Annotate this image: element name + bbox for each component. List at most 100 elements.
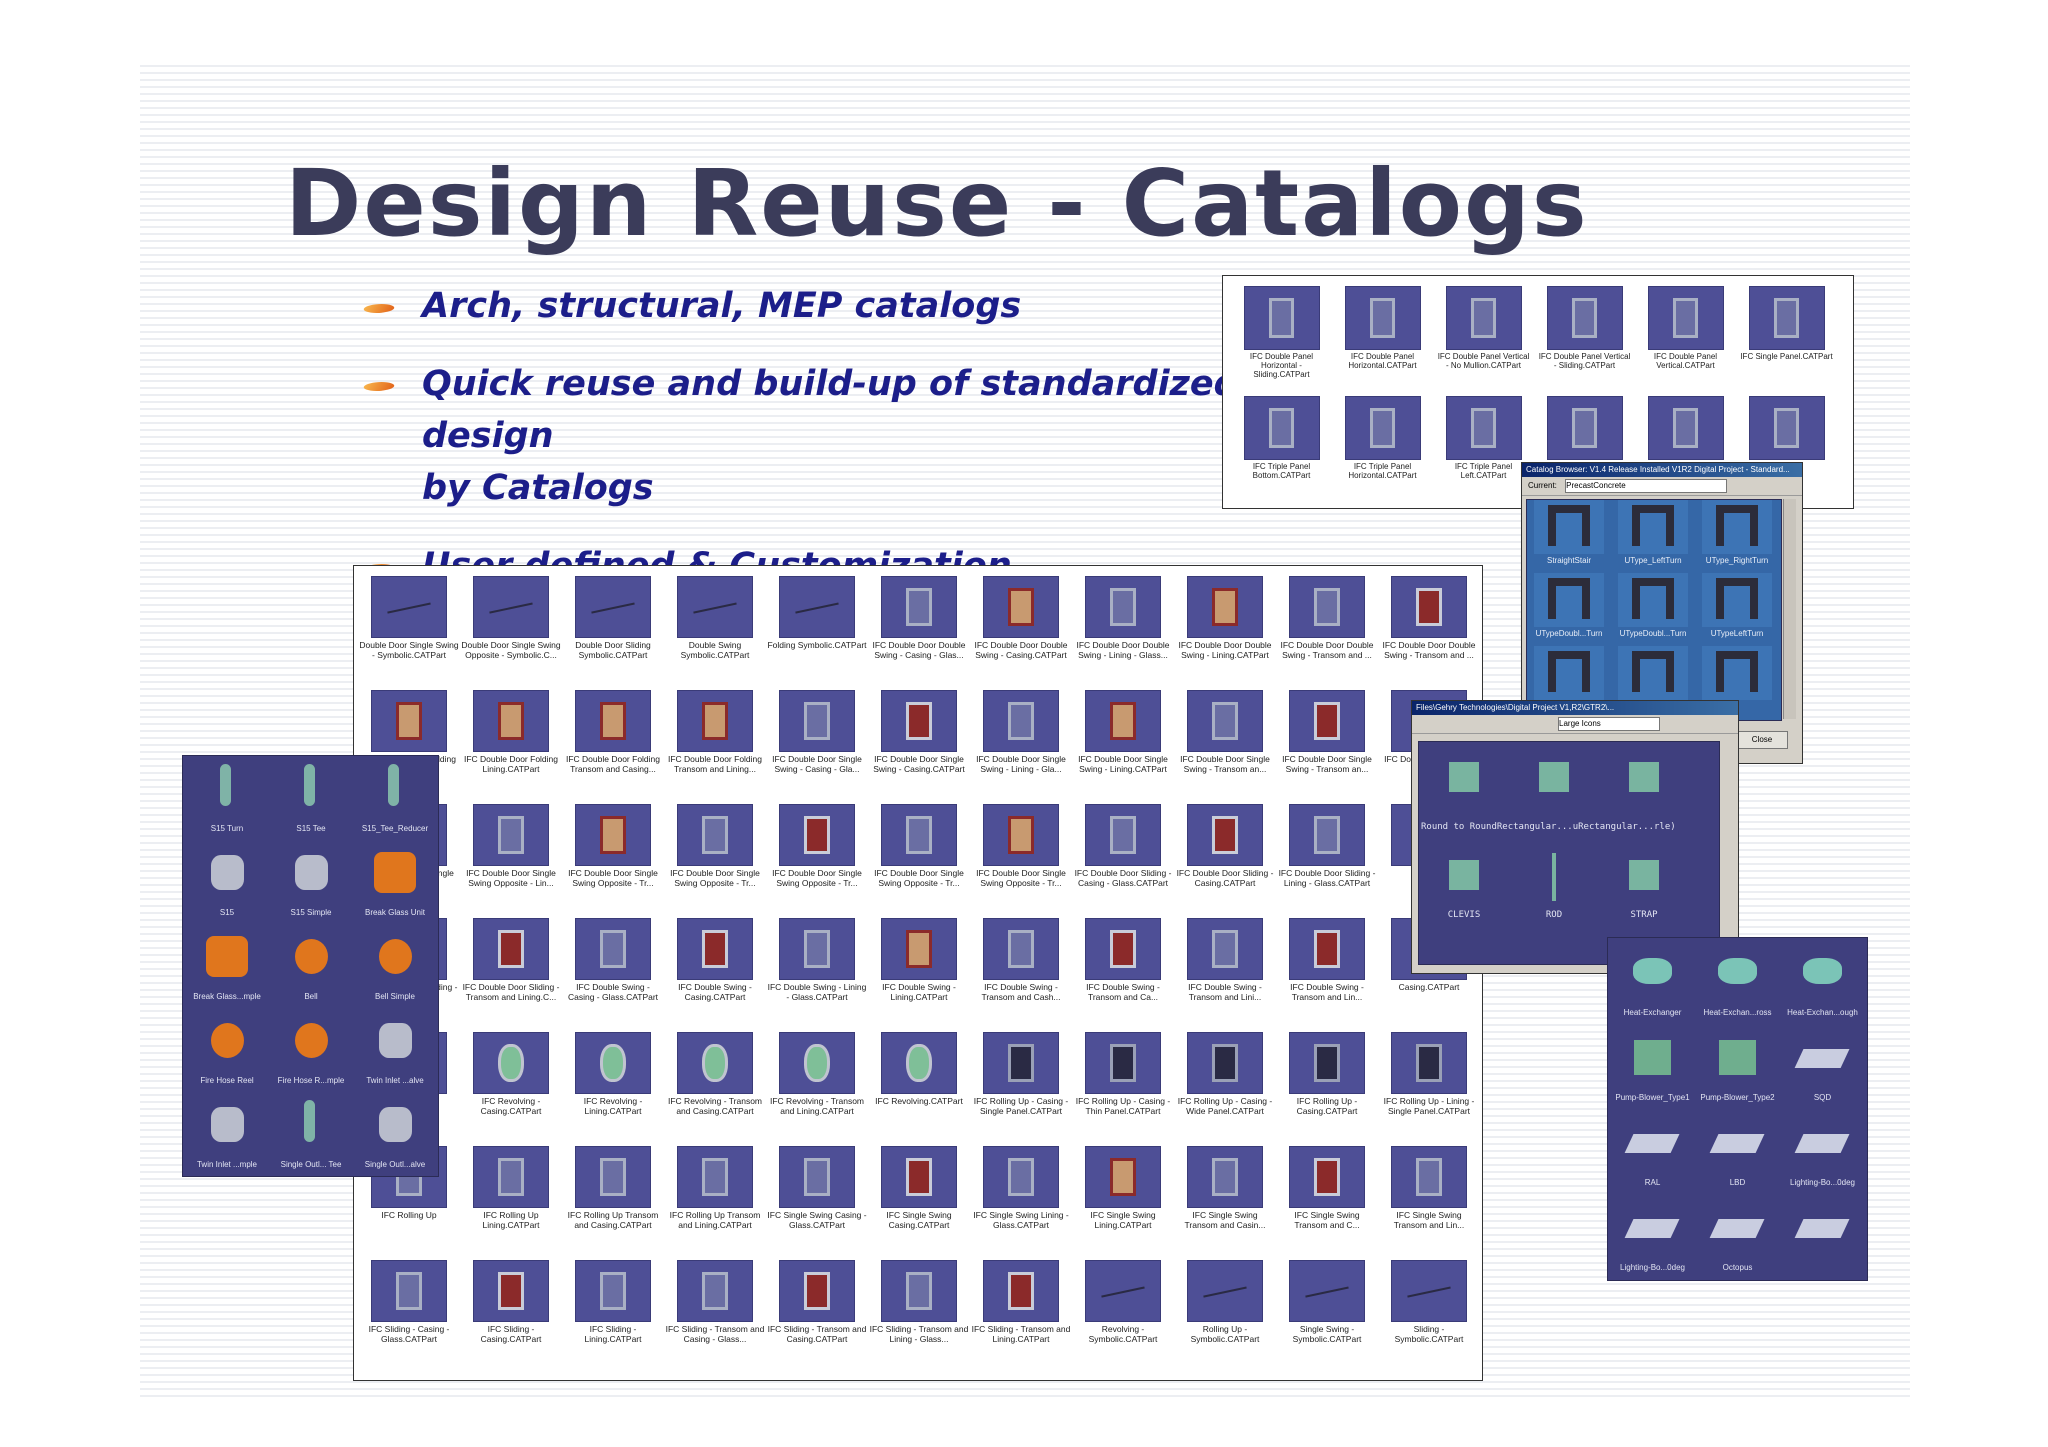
fire-catalog-item[interactable]: S15	[185, 842, 269, 926]
fire-catalog-item[interactable]: Twin Inlet ...mple	[185, 1094, 269, 1176]
mep-catalog-item[interactable]: Heat-Exchanger	[1610, 942, 1695, 1027]
catalog-item[interactable]: IFC Sliding - Transom and Lining.CATPart	[970, 1260, 1072, 1374]
catalog-item[interactable]: IFC Rolling Up - Casing.CATPart	[1276, 1032, 1378, 1146]
mep-catalog-item[interactable]: Heat-Exchan...ross	[1695, 942, 1780, 1027]
catalog-item[interactable]: IFC Double Swing - Lining.CATPart	[868, 918, 970, 1032]
catalog-item[interactable]: IFC Double Swing - Casing.CATPart	[664, 918, 766, 1032]
catalog-item[interactable]: IFC Double Door Double Swing - Casing.CA…	[970, 576, 1072, 690]
catalog-item[interactable]: IFC Double Door Double Swing - Transom a…	[1378, 576, 1480, 690]
catalog-item[interactable]: IFC Sliding - Casing - Glass.CATPart	[358, 1260, 460, 1374]
hanger-catalog-item[interactable]	[1509, 750, 1599, 848]
stair-catalog-item[interactable]: StraightStair	[1527, 500, 1611, 573]
catalog-item[interactable]: IFC Sliding - Transom and Casing.CATPart	[766, 1260, 868, 1374]
fire-catalog-item[interactable]: Break Glass Unit	[353, 842, 437, 926]
hanger-catalog-item[interactable]: CLEVIS	[1419, 848, 1509, 946]
catalog-item[interactable]: IFC Single Swing Lining - Glass.CATPart	[970, 1146, 1072, 1260]
mep-catalog-item[interactable]: Octopus	[1695, 1197, 1780, 1280]
catalog-item[interactable]: IFC Double Door Folding Transom and Casi…	[562, 690, 664, 804]
catalog-item[interactable]: IFC Double Door Double Swing - Casing - …	[868, 576, 970, 690]
stair-browser-scrollbar[interactable]	[1783, 499, 1796, 719]
catalog-item[interactable]: IFC Rolling Up Transom and Casing.CATPar…	[562, 1146, 664, 1260]
catalog-item[interactable]: Double Door Single Swing - Symbolic.CATP…	[358, 576, 460, 690]
stair-catalog-item[interactable]: UTypeLeftTurn	[1695, 573, 1779, 646]
stair-catalog-item[interactable]: UTypeDoubl...Turn	[1611, 573, 1695, 646]
mep-catalog-item[interactable]: Heat-Exchan...ough	[1780, 942, 1865, 1027]
fire-catalog-item[interactable]: Fire Hose R...mple	[269, 1010, 353, 1094]
catalog-item[interactable]: IFC Double Door Folding Transom and Lini…	[664, 690, 766, 804]
catalog-item[interactable]: IFC Double Door Single Swing Opposite - …	[766, 804, 868, 918]
catalog-item[interactable]: IFC Single Swing Lining.CATPart	[1072, 1146, 1174, 1260]
mep-catalog-item[interactable]: Pump-Blower_Type2	[1695, 1027, 1780, 1112]
catalog-item[interactable]: IFC Double Door Single Swing Opposite - …	[970, 804, 1072, 918]
fire-catalog-item[interactable]: S15 Turn	[185, 758, 269, 842]
window-catalog-item[interactable]	[1534, 396, 1635, 506]
catalog-item[interactable]: IFC Double Door Single Swing - Lining.CA…	[1072, 690, 1174, 804]
window-catalog-item[interactable]: IFC Double Panel Horizontal.CATPart	[1332, 286, 1433, 396]
catalog-item[interactable]: IFC Sliding - Transom and Casing - Glass…	[664, 1260, 766, 1374]
catalog-item[interactable]: IFC Rolling Up - Casing - Thin Panel.CAT…	[1072, 1032, 1174, 1146]
window-catalog-item[interactable]: IFC Single Panel.CATPart	[1736, 286, 1837, 396]
window-catalog-item[interactable]: IFC Triple Panel Left.CATPart	[1433, 396, 1534, 506]
catalog-item[interactable]: IFC Double Door Single Swing Opposite - …	[562, 804, 664, 918]
window-catalog-item[interactable]	[1635, 396, 1736, 506]
catalog-item[interactable]: IFC Single Swing Casing.CATPart	[868, 1146, 970, 1260]
window-catalog-item[interactable]	[1736, 396, 1837, 506]
catalog-item[interactable]: Revolving - Symbolic.CATPart	[1072, 1260, 1174, 1374]
stair-catalog-item[interactable]	[1527, 646, 1611, 719]
hanger-catalog-item[interactable]	[1599, 750, 1689, 848]
mep-catalog-item[interactable]: SQD	[1780, 1027, 1865, 1112]
stair-catalog-item[interactable]	[1611, 646, 1695, 719]
catalog-item[interactable]: IFC Double Door Sliding - Transom and Li…	[460, 918, 562, 1032]
fire-catalog-item[interactable]: Twin Inlet ...alve	[353, 1010, 437, 1094]
catalog-item[interactable]: IFC Single Swing Transom and Casin...	[1174, 1146, 1276, 1260]
fire-catalog-item[interactable]: Single Outl... Tee	[269, 1094, 353, 1176]
catalog-item[interactable]: IFC Double Door Sliding - Casing.CATPart	[1174, 804, 1276, 918]
catalog-item[interactable]: IFC Double Door Single Swing - Casing.CA…	[868, 690, 970, 804]
hanger-catalog-item[interactable]: ROD	[1509, 848, 1599, 946]
mep-catalog-item[interactable]: Pump-Blower_Type1	[1610, 1027, 1695, 1112]
fire-catalog-item[interactable]: Bell Simple	[353, 926, 437, 1010]
catalog-item[interactable]: IFC Double Door Single Swing - Casing - …	[766, 690, 868, 804]
catalog-item[interactable]: IFC Double Door Folding Lining.CATPart	[460, 690, 562, 804]
catalog-item[interactable]: IFC Double Door Sliding - Lining - Glass…	[1276, 804, 1378, 918]
stair-close-button[interactable]: Close	[1736, 731, 1788, 749]
catalog-item[interactable]: IFC Rolling Up - Casing - Wide Panel.CAT…	[1174, 1032, 1276, 1146]
window-catalog-item[interactable]: IFC Double Panel Vertical - No Mullion.C…	[1433, 286, 1534, 396]
catalog-item[interactable]: IFC Double Door Single Swing Opposite - …	[868, 804, 970, 918]
mep-catalog-item[interactable]: Lighting-Bo...0deg	[1780, 1112, 1865, 1197]
window-catalog-item[interactable]: IFC Double Panel Vertical - Sliding.CATP…	[1534, 286, 1635, 396]
hanger-catalog-item[interactable]	[1419, 750, 1509, 848]
window-catalog-item[interactable]: IFC Triple Panel Horizontal.CATPart	[1332, 396, 1433, 506]
catalog-item[interactable]: Single Swing - Symbolic.CATPart	[1276, 1260, 1378, 1374]
catalog-item[interactable]: IFC Double Door Single Swing - Lining - …	[970, 690, 1072, 804]
fire-catalog-item[interactable]: Single Outl...alve	[353, 1094, 437, 1176]
stair-catalog-item[interactable]: UType_LeftTurn	[1611, 500, 1695, 573]
window-catalog-item[interactable]: IFC Triple Panel Bottom.CATPart	[1231, 396, 1332, 506]
catalog-item[interactable]: IFC Rolling Up - Casing - Single Panel.C…	[970, 1032, 1072, 1146]
mep-catalog-item[interactable]	[1780, 1197, 1865, 1280]
catalog-item[interactable]: IFC Sliding - Casing.CATPart	[460, 1260, 562, 1374]
catalog-item[interactable]: IFC Double Door Single Swing Opposite - …	[664, 804, 766, 918]
mep-catalog-item[interactable]: RAL	[1610, 1112, 1695, 1197]
catalog-item[interactable]: IFC Single Swing Transom and Lin...	[1378, 1146, 1480, 1260]
window-catalog-item[interactable]: IFC Double Panel Vertical.CATPart	[1635, 286, 1736, 396]
catalog-item[interactable]: IFC Single Swing Transom and C...	[1276, 1146, 1378, 1260]
catalog-item[interactable]: IFC Sliding - Transom and Lining - Glass…	[868, 1260, 970, 1374]
stair-catalog-item[interactable]	[1695, 646, 1779, 719]
stair-catalog-item[interactable]: UTypeDoubl...Turn	[1527, 573, 1611, 646]
catalog-item[interactable]: IFC Rolling Up - Lining - Single Panel.C…	[1378, 1032, 1480, 1146]
catalog-item[interactable]: IFC Double Door Single Swing - Transom a…	[1174, 690, 1276, 804]
catalog-item[interactable]: IFC Revolving - Lining.CATPart	[562, 1032, 664, 1146]
catalog-item[interactable]: IFC Rolling Up Lining.CATPart	[460, 1146, 562, 1260]
catalog-item[interactable]: IFC Double Swing - Transom and Lin...	[1276, 918, 1378, 1032]
fire-catalog-item[interactable]: S15 Simple	[269, 842, 353, 926]
catalog-item[interactable]: Rolling Up - Symbolic.CATPart	[1174, 1260, 1276, 1374]
stair-catalog-item[interactable]: UType_RightTurn	[1695, 500, 1779, 573]
catalog-item[interactable]: Folding Symbolic.CATPart	[766, 576, 868, 690]
catalog-item[interactable]: IFC Double Door Double Swing - Lining.CA…	[1174, 576, 1276, 690]
catalog-item[interactable]: IFC Double Swing - Lining - Glass.CATPar…	[766, 918, 868, 1032]
fire-catalog-item[interactable]: Bell	[269, 926, 353, 1010]
catalog-item[interactable]: IFC Double Swing - Transom and Lini...	[1174, 918, 1276, 1032]
catalog-item[interactable]: IFC Sliding - Lining.CATPart	[562, 1260, 664, 1374]
catalog-item[interactable]: IFC Double Door Single Swing - Transom a…	[1276, 690, 1378, 804]
